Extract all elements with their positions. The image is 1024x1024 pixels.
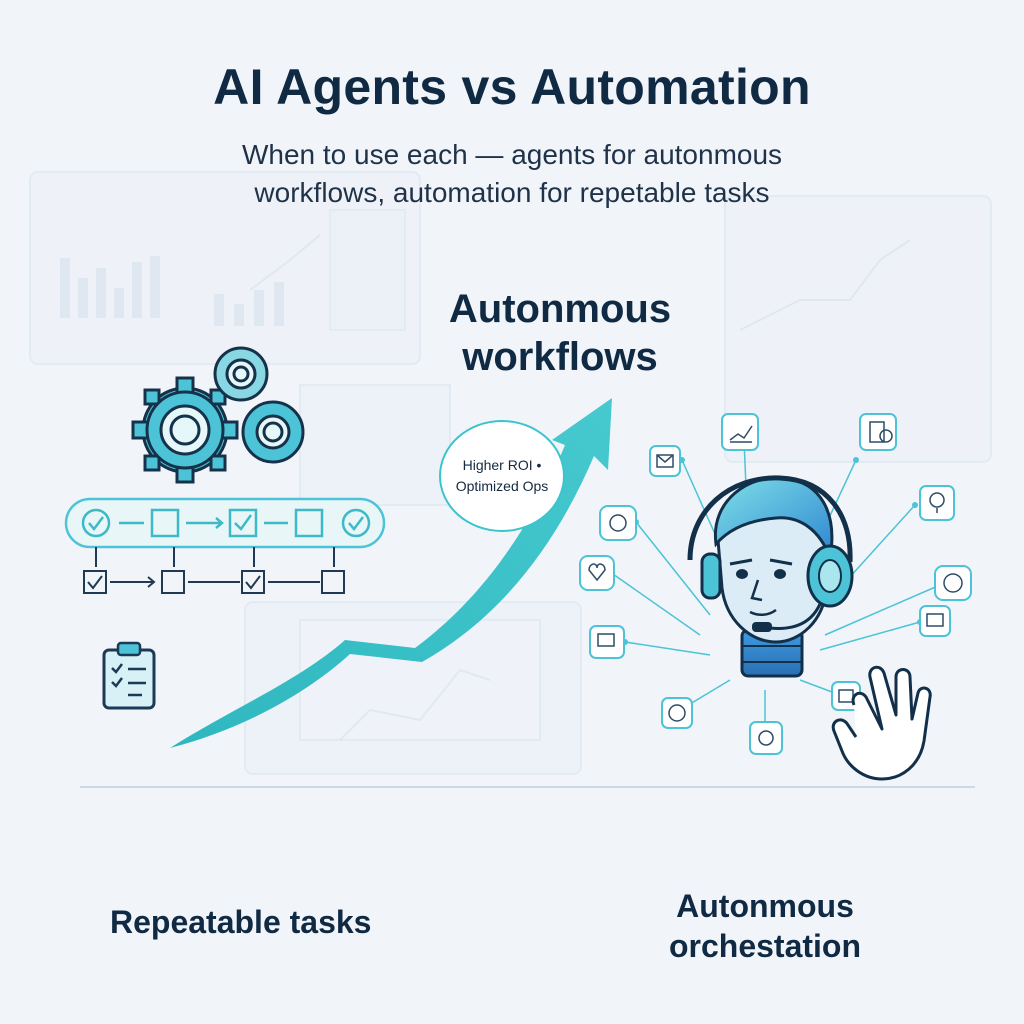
brain-icon: [934, 565, 972, 601]
gear-small-icon: [749, 721, 783, 755]
subtitle-line-2: workflows, automation for repetable task…: [254, 177, 770, 208]
label-repeatable-tasks: Repeatable tasks: [110, 904, 372, 940]
brain-small-icon: [661, 697, 693, 729]
clipboard-icon: [102, 641, 156, 710]
center-heading-line-2: workflows: [462, 335, 658, 379]
label-right-line-1: Autonmous: [676, 888, 854, 924]
gears-icon: [131, 346, 305, 484]
heart-icon: [579, 555, 615, 591]
checklist-pipeline-icon: [64, 497, 386, 594]
roi-badge: Higher ROI • Optimized Ops: [439, 420, 565, 532]
subtitle-line-1: When to use each — agents for autonmous: [241, 139, 783, 170]
page-subtitle: When to use each — agents for autonmous …: [112, 136, 912, 212]
label-autonomous-orchestration: Autonmous orchestation: [640, 886, 890, 966]
gear-brain-icon: [599, 505, 637, 541]
roi-badge-line-1: Higher ROI •: [462, 457, 542, 473]
divider-line: [80, 786, 975, 788]
robot-icon: [919, 605, 951, 637]
hand-pointer-icon: [831, 665, 932, 781]
chart-icon: [721, 413, 759, 451]
growth-arrow-icon: [170, 398, 612, 748]
ai-agent-headset-icon: [687, 475, 854, 678]
lightbulb-dollar-icon: [919, 485, 955, 521]
center-heading-line-1: Autonmous: [448, 287, 672, 331]
page-title: AI Agents vs Automation: [213, 59, 811, 115]
chat-icon: [589, 625, 625, 659]
mail-icon: [649, 445, 681, 477]
center-heading: Autonmous workflows: [380, 285, 740, 381]
label-right-line-2: orchestation: [668, 928, 862, 964]
document-dollar-icon: [859, 413, 897, 451]
roi-badge-line-2: Optimized Ops: [455, 478, 549, 494]
